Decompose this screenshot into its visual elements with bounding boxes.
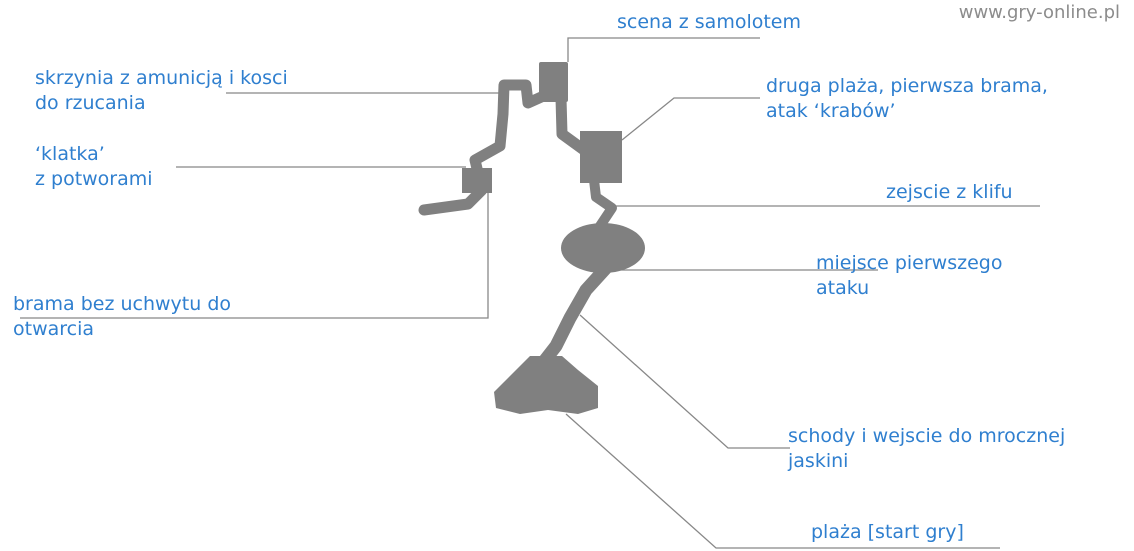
map-cliff-descent xyxy=(589,175,617,231)
map-second-beach xyxy=(580,131,622,183)
label-plaza: plaża [start gry] xyxy=(811,520,964,545)
map-shapes xyxy=(418,62,645,414)
map-stairs xyxy=(535,261,613,371)
leader-line-scena xyxy=(567,37,760,62)
label-schody-line-2: jaskini xyxy=(788,450,849,472)
watermark: www.gry-online.pl xyxy=(958,2,1120,23)
map-path-left xyxy=(418,64,554,216)
map-cage xyxy=(462,168,492,193)
label-brama-line-1: brama bez uchwytu do xyxy=(13,293,231,315)
leader-line-brama xyxy=(20,192,489,319)
map-start-beach xyxy=(494,356,598,414)
label-druga-line-1: druga plaża, pierwsza brama, xyxy=(766,75,1048,97)
map-plane-scene xyxy=(539,62,568,102)
label-druga-line-2: atak ‘krabów’ xyxy=(766,100,896,122)
leader-line-druga xyxy=(621,97,760,141)
label-schody-line-1: schody i wejscie do mrocznej xyxy=(788,425,1066,447)
leader-line-schody xyxy=(579,314,790,449)
label-skrzynia-line-1: skrzynia z amunicją i kosci xyxy=(35,67,288,89)
label-scena: scena z samolotem xyxy=(617,10,801,35)
map-first-attack-area xyxy=(561,223,645,273)
label-klatka-line-1: ‘klatka’ xyxy=(35,143,105,165)
label-skrzynia-line-2: do rzucania xyxy=(35,92,146,114)
label-skrzynia: skrzynia z amunicją i kosci do rzucania xyxy=(35,66,288,116)
label-zejscie-line-1: zejscie z klifu xyxy=(886,181,1013,203)
label-klatka-line-2: z potworami xyxy=(35,168,153,190)
label-miejsce: miejsce pierwszego ataku xyxy=(816,251,1002,301)
leader-lines xyxy=(20,37,1040,549)
label-brama-line-2: otwarcia xyxy=(13,318,95,340)
label-miejsce-line-1: miejsce pierwszego xyxy=(816,252,1003,274)
label-schody: schody i wejscie do mrocznej jaskini xyxy=(788,424,1065,474)
label-zejscie: zejscie z klifu xyxy=(886,180,1013,205)
label-brama: brama bez uchwytu do otwarcia xyxy=(13,292,231,342)
map-path-right xyxy=(555,92,590,156)
label-miejsce-line-2: ataku xyxy=(816,277,870,299)
label-plaza-line-1: plaża [start gry] xyxy=(811,521,964,543)
leader-line-plaza xyxy=(565,413,1000,549)
label-druga: druga plaża, pierwsza brama, atak ‘krabó… xyxy=(766,74,1048,124)
label-scena-line-1: scena z samolotem xyxy=(617,11,801,33)
label-klatka: ‘klatka’ z potworami xyxy=(35,142,153,192)
